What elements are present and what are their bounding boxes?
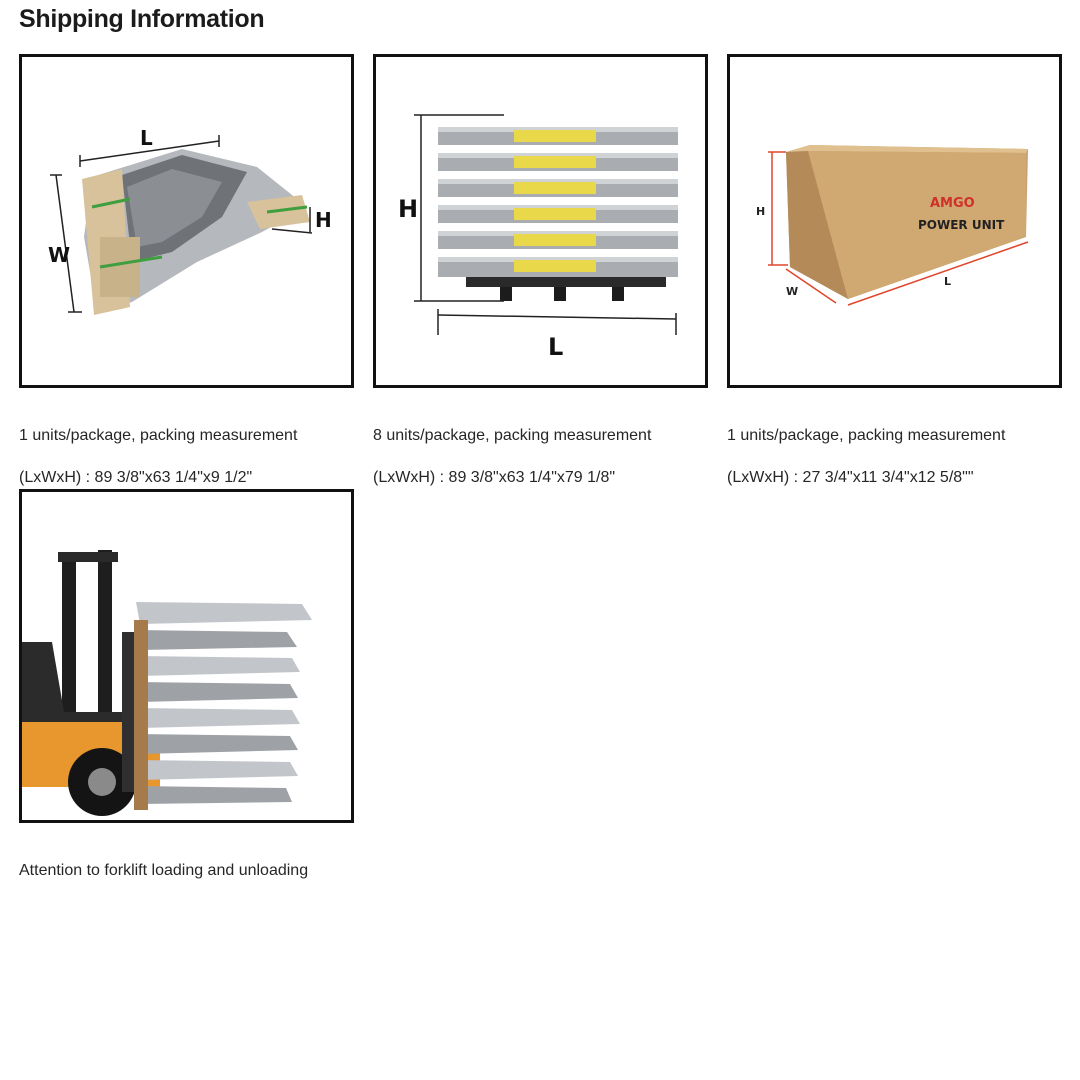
package-image-frame: H L: [373, 54, 708, 388]
dimension-width-label: W: [786, 285, 798, 298]
caption-measurement-line: (LxWxH) : 89 3/8"x63 1/4"x79 1/8": [373, 469, 616, 486]
dimension-length-label: L: [140, 126, 153, 150]
package-caption: 1 units/package, packing measurement (Lx…: [19, 404, 354, 509]
dimension-length-label: L: [548, 333, 563, 361]
package-caption: 1 units/package, packing measurement (Lx…: [727, 404, 1062, 509]
dimension-height-label: H: [315, 208, 332, 232]
package-image-frame: [19, 489, 354, 823]
stacked-pallet-image: H L: [398, 114, 678, 361]
caption-forklift-line: Attention to forklift loading and unload…: [19, 862, 309, 879]
dimension-height-label: H: [398, 195, 418, 223]
dimension-height-label: H: [756, 205, 765, 218]
caption-measurement-line: (LxWxH) : 27 3/4"x11 3/4"x12 5/8"": [727, 469, 974, 486]
package-image-frame: AMGO POWER UNIT H W L: [727, 54, 1062, 388]
package-card-forklift: Attention to forklift loading and unload…: [19, 489, 354, 902]
package-caption: 8 units/package, packing measurement (Lx…: [373, 404, 708, 509]
package-caption: Attention to forklift loading and unload…: [19, 839, 354, 902]
dimension-length-label: L: [944, 275, 951, 288]
page-title: Shipping Information: [19, 5, 265, 33]
caption-units-line: 1 units/package, packing measurement: [727, 427, 1006, 444]
cardboard-box-image: AMGO POWER UNIT H W L: [756, 145, 1029, 306]
caption-units-line: 1 units/package, packing measurement: [19, 427, 298, 444]
package-card-single: L W H 1 units/package, packing measureme…: [19, 54, 354, 509]
package-card-pallet: H L 8 units/package, packing measurement…: [373, 54, 708, 509]
box-brand-label: AMGO: [930, 196, 975, 211]
forklift-loading-image: [22, 550, 312, 816]
caption-measurement-line: (LxWxH) : 89 3/8"x63 1/4"x9 1/2": [19, 469, 253, 486]
dimension-width-label: W: [48, 243, 70, 267]
package-image-frame: L W H: [19, 54, 354, 388]
caption-units-line: 8 units/package, packing measurement: [373, 427, 652, 444]
package-card-box: AMGO POWER UNIT H W L 1 units/package, p…: [727, 54, 1062, 509]
box-product-label: POWER UNIT: [918, 218, 1005, 232]
bundled-ramp-single-package-image: L W H: [48, 126, 332, 315]
